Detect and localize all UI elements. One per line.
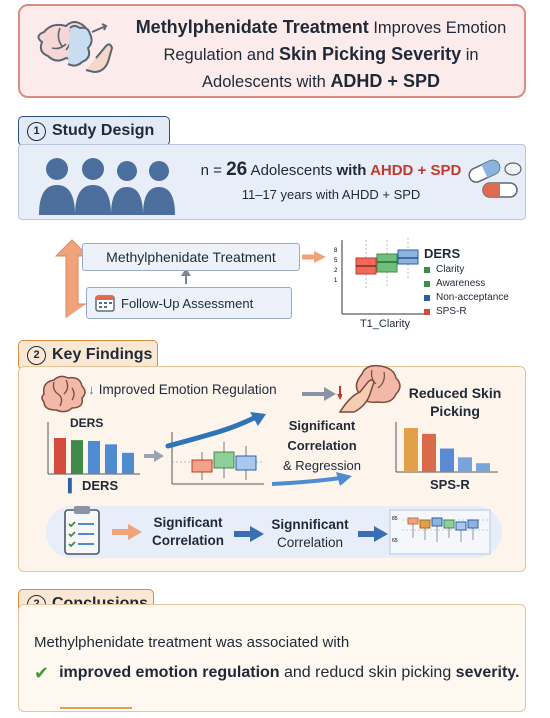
ders-chart-title: DERS [70,416,104,430]
treatment-box: Methylphenidate Treatment [82,243,300,271]
bar [122,452,134,474]
arrow-right-icon [271,472,352,486]
section-number: 1 [27,121,46,141]
improved-label: Improved Emotion Regulation [98,382,277,397]
arrow-right-icon [144,450,164,462]
bar [458,457,472,472]
arrow-right-icon [358,526,388,542]
legend-item: Awareness [424,277,544,291]
clipboard-icon [64,506,100,555]
pills-icon [468,159,522,198]
boxplot-chart: 8 5 2 1 [334,238,428,315]
section-number: 2 [27,345,46,365]
box-awareness [376,253,398,273]
legend-item: Clarity [424,263,544,277]
flow-arrows [54,239,326,318]
y-tick: 8 [334,248,338,254]
reduced-skin-picking: Reduced Skin Picking [408,385,502,419]
spsr-bar-chart [395,422,498,473]
legend-item: Non-acceptance [424,291,544,305]
key-findings-header: 2 Key Findings [18,340,158,370]
age-range: 11–17 years with AHDD + SPD [241,187,421,202]
arrow-right-icon [302,386,342,401]
spsr-label: SPS-R [430,477,470,492]
bar [71,440,83,474]
section-title: Study Design [52,122,155,139]
bar [422,433,436,472]
ders-label: ▍DERS [68,478,119,493]
y-tick: 2 [334,268,338,274]
y-tick: 5 [334,258,338,264]
mini-boxplot: 85 65 [389,509,491,555]
chart-legend: DERS Clarity Awareness Non-acceptance SP… [424,246,544,319]
legend-title: DERS [424,246,461,261]
people-icon [39,158,175,215]
regression-boxplot [165,412,266,485]
significant-correlation-1: Significant Correlation [151,515,224,548]
bar [476,463,490,472]
arrow-right-icon [112,524,142,540]
y-tick: 85 [392,516,398,522]
title-banner: Methylphenidate Treatment Improves Emoti… [18,4,526,98]
down-arrow-icon: ↓ [88,382,95,397]
improved-emotion: ↓ Improved Emotion Regulation [88,382,277,397]
y-tick: 1 [334,278,338,284]
follow-up-label: Follow-Up Assessment [121,295,254,311]
conclusions-panel [18,604,526,712]
brain-hand-icon [37,21,114,74]
calendar-icon [95,295,115,312]
main-title: Methylphenidate Treatment Improves Emoti… [135,17,507,91]
significant-correlation-2: Signnificant Correlation [271,517,349,550]
section-title: Key Findings [52,346,153,363]
arrow-right-icon [234,526,264,542]
ders-bar-chart [47,422,140,475]
x-axis-label: T1_Clarity [359,318,411,330]
brain-hand-icon [338,364,401,413]
highlight-underline [60,707,132,709]
check-icon: ✔ [34,663,50,683]
box-nonacceptance [397,249,419,265]
conclusion-line-2: ✔ improved emotion regulation and reducd… [34,663,520,683]
bar [54,438,66,474]
bar [440,448,454,472]
bar [404,428,418,472]
bar [88,440,100,474]
y-tick: 65 [392,538,398,544]
significant-correlation-regression: Significant Correlation & Regression [282,418,362,473]
conclusion-line-1: Methylphenidate treatment was associated… [34,634,350,651]
sample-size: n = 26 Adolescents with AHDD + SPD [200,159,462,180]
bar [105,444,117,474]
brain-icon [41,375,86,413]
follow-up-box: Follow-Up Assessment [86,287,292,319]
study-design-panel: n = 26 Adolescents with AHDD + SPD 11–17… [18,144,526,220]
study-design-header: 1 Study Design [18,116,170,146]
legend-item: SPS-R [424,305,544,319]
